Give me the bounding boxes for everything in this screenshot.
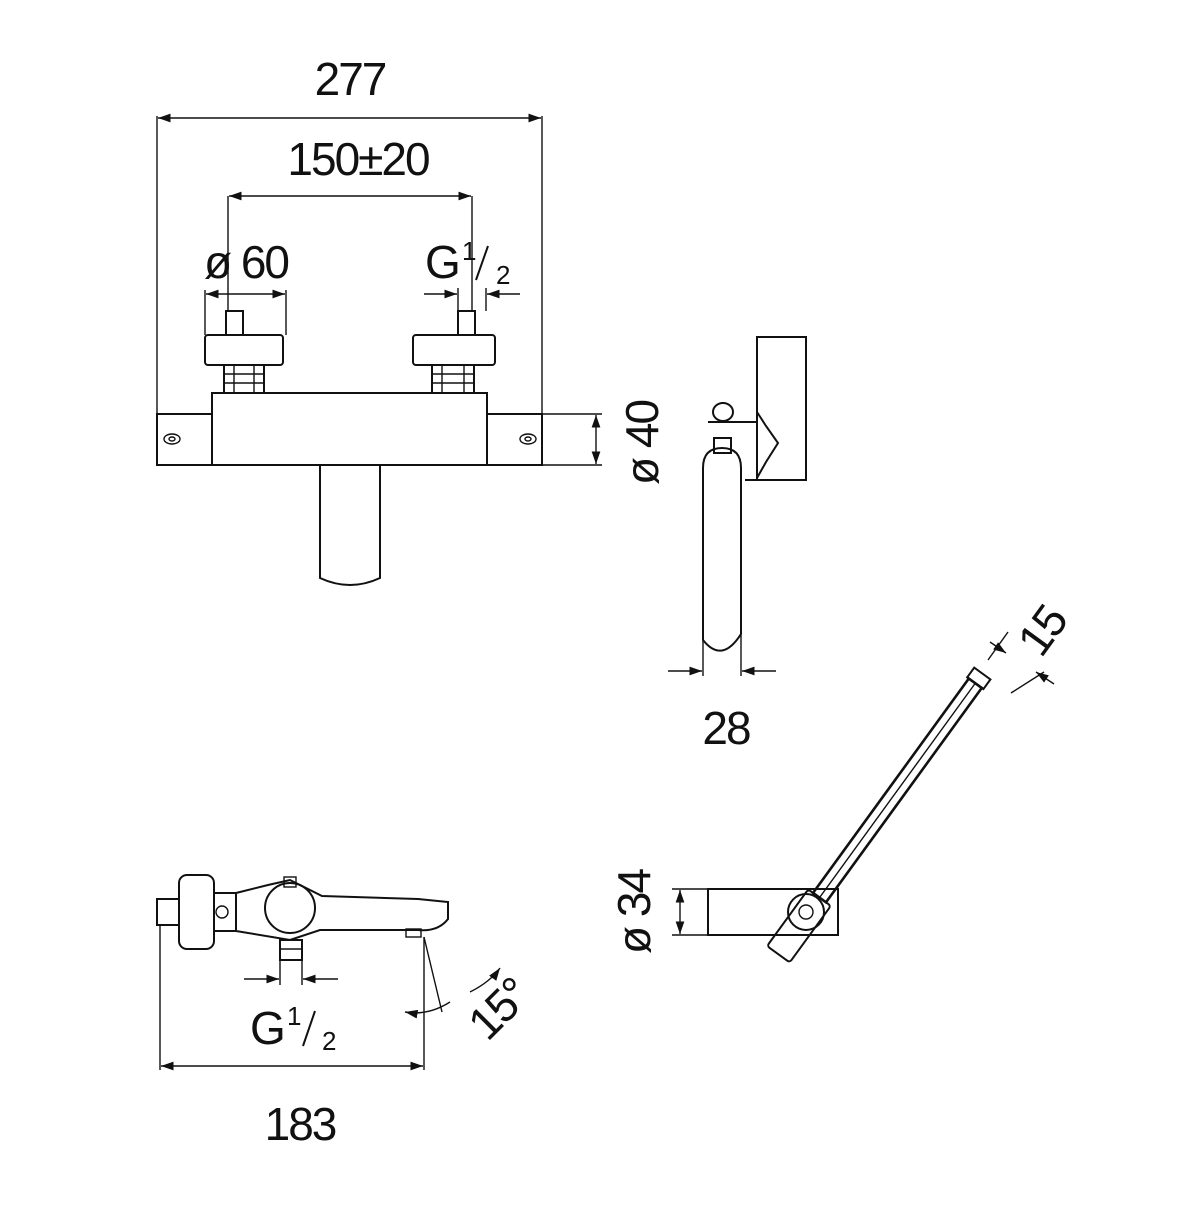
front-view: 277 150±20 ø 60 G 1 2 ø 40 [156, 53, 668, 586]
handshower-diameter-label: 15 [1007, 596, 1077, 665]
mixer-body [211, 392, 488, 466]
projection-label: 183 [265, 1098, 336, 1150]
spout-angle-label: 15° [458, 968, 540, 1050]
left-cap-screw [163, 433, 181, 445]
svg-text:2: 2 [322, 1026, 336, 1056]
side-depth-label: 28 [702, 702, 750, 754]
side-spout [702, 446, 742, 652]
svg-text:2: 2 [496, 260, 510, 290]
top-eccentric [178, 874, 215, 950]
spout [319, 465, 381, 586]
right-cap-screw [519, 433, 537, 445]
outlet-thread-label: G 1 2 [250, 1001, 336, 1056]
right-eccentric [412, 310, 496, 394]
right-end-cap [486, 413, 543, 466]
handshower [767, 666, 992, 963]
svg-text:G: G [425, 236, 459, 288]
svg-text:G: G [250, 1002, 284, 1054]
overall-width-label: 277 [315, 53, 386, 105]
side-body-block [756, 336, 807, 481]
svg-text:1: 1 [462, 236, 476, 266]
inlet-thread-label: G 1 2 [425, 236, 510, 290]
top-view: G 1 2 183 15° [156, 874, 540, 1150]
inlet-spacing-label: 150±20 [287, 133, 429, 185]
holder-diameter-label: ø 34 [608, 869, 660, 954]
left-eccentric [204, 310, 284, 394]
body-diameter-label: ø 40 [616, 401, 668, 485]
svg-text:1: 1 [287, 1001, 301, 1031]
handshower-view: ø 34 15 [608, 596, 1077, 963]
top-spout [235, 878, 449, 942]
side-view: 28 [668, 336, 807, 754]
eccentric-diameter-label: ø 60 [204, 236, 288, 288]
holder-bracket [707, 888, 839, 936]
left-end-cap [156, 413, 213, 466]
